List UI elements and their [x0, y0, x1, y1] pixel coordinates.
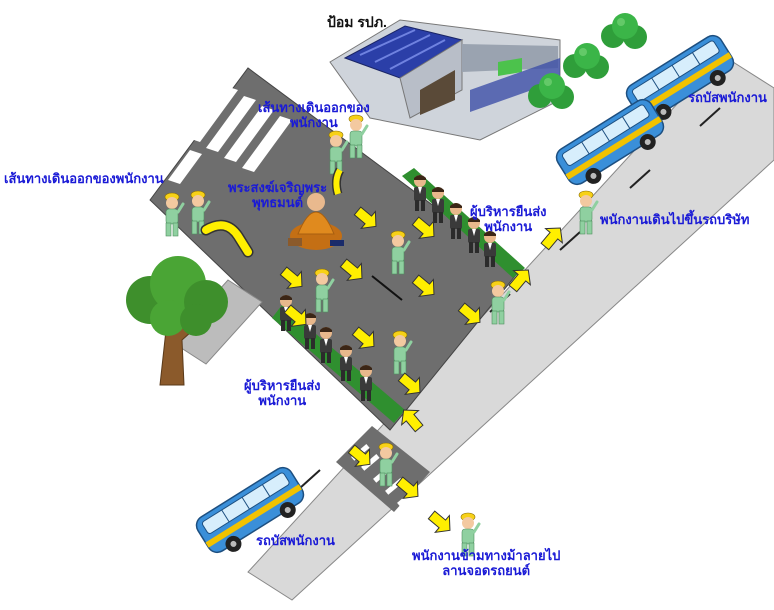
exit-path-left-label: เส้นทางเดินออกของพนักงาน: [4, 171, 164, 186]
tree-icon: [126, 256, 228, 386]
crossing-label: พนักงานข้ามทางม้าลายไป ลานจอดรถยนต์: [412, 548, 560, 578]
monk-label-line2: พุทธมนต์: [252, 195, 304, 210]
guardhouse-label: ป้อม รปภ.: [327, 14, 387, 30]
crosswalk-icon: [168, 86, 292, 184]
exit-path-top-line2: พนักงาน: [289, 115, 338, 130]
walk-arrow-icon: [200, 167, 570, 540]
execs-left-label: ผู้บริหารยืนส่ง พนักงาน: [244, 378, 321, 408]
monk-icon: [288, 193, 344, 250]
execs-right-label: ผู้บริหารยืนส่ง พนักงาน: [470, 204, 547, 234]
exit-path-top-label: เส้นทางเดินออกของ พนักงาน: [258, 100, 370, 130]
monk-label-line1: พระสงฆ์เจริญพระ: [228, 180, 328, 195]
monk-label: พระสงฆ์เจริญพระ พุทธมนต์: [228, 180, 327, 210]
exit-path-top-line1: เส้นทางเดินออกของ: [258, 100, 370, 115]
crossing-label-line2: ลานจอดรถยนต์: [442, 563, 531, 578]
yard-line: [371, 275, 403, 301]
crossing-label-line1: พนักงานข้ามทางม้าลายไป: [412, 548, 561, 563]
walk-to-bus-label: พนักงานเดินไปขึ้นรถบริษัท: [600, 212, 750, 227]
execs-left-line1: ผู้บริหารยืนส่ง: [244, 378, 321, 393]
bus-top-label: รถบัสพนักงาน: [688, 90, 767, 105]
execs-left-line2: พนักงาน: [258, 393, 307, 408]
guardhouse-icon: [329, 19, 561, 141]
bus-bottom-label: รถบัสพนักงาน: [256, 533, 335, 548]
execs-right-line2: พนักงาน: [484, 219, 533, 234]
execs-right-line1: ผู้บริหารยืนส่ง: [470, 204, 547, 219]
